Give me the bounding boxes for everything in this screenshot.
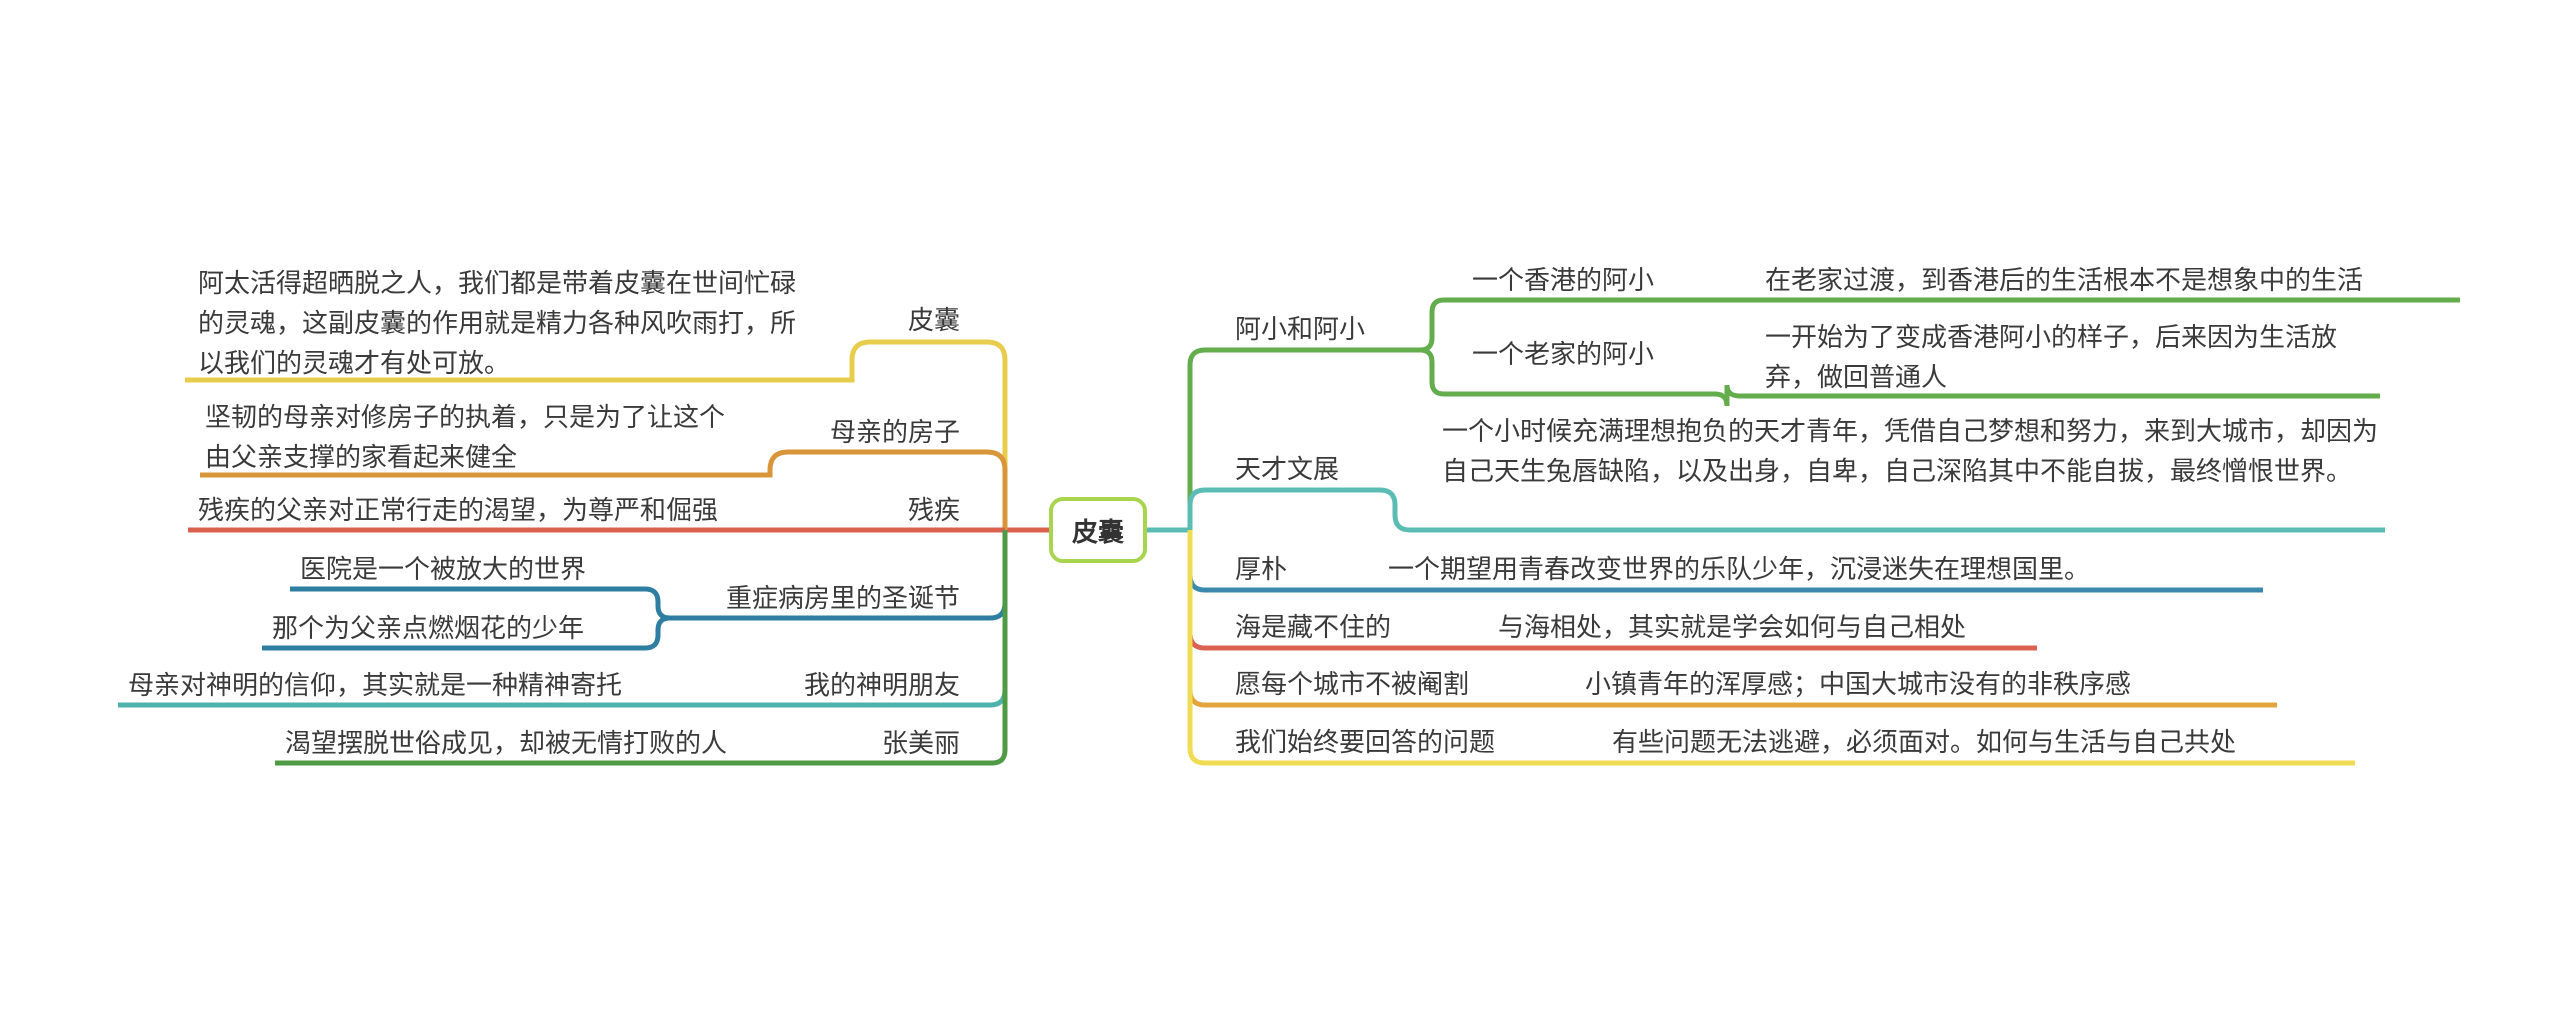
leaf-city-text[interactable]: 小镇青年的浑厚感；中国大城市没有的非秩序感	[1585, 670, 2132, 700]
branch-label-god-friend[interactable]: 我的神明朋友	[803, 671, 960, 701]
branch-label-icu-christmas[interactable]: 重症病房里的圣诞节	[725, 584, 960, 614]
branch-label-zhang-meili[interactable]: 张美丽	[881, 729, 960, 759]
root-node[interactable]: 皮囊	[1049, 497, 1147, 563]
branch-label-sea[interactable]: 海是藏不住的	[1235, 613, 1392, 643]
branch-label-question[interactable]: 我们始终要回答的问题	[1235, 728, 1496, 758]
branch-label-disability[interactable]: 残疾	[907, 496, 960, 526]
branch-label-pinang[interactable]: 皮囊	[907, 306, 960, 336]
leaf-mother-house-text[interactable]: 坚韧的母亲对修房子的执着，只是为了让这个由父亲支撑的家看起来健全	[205, 403, 726, 473]
branch-label-mother-house[interactable]: 母亲的房子	[829, 418, 960, 448]
leaf-houpu-text[interactable]: 一个期望用青春改变世界的乐队少年，沉浸迷失在理想国里。	[1388, 555, 2091, 585]
sub-label-hongkong-axiao[interactable]: 一个香港的阿小	[1472, 266, 1655, 296]
leaf-icu-fireworks-text[interactable]: 那个为父亲点燃烟花的少年	[272, 614, 585, 644]
leaf-wenzhan-text[interactable]: 一个小时候充满理想抱负的天才青年，凭借自己梦想和努力，来到大城市，却因为自己天生…	[1442, 417, 2379, 487]
leaf-god-friend-text[interactable]: 母亲对神明的信仰，其实就是一种精神寄托	[128, 671, 623, 701]
leaf-icu-hospital-text[interactable]: 医院是一个被放大的世界	[300, 555, 587, 585]
leaf-zhang-meili-text[interactable]: 渴望摆脱世俗成见，却被无情打败的人	[285, 729, 728, 759]
root-label: 皮囊	[1071, 517, 1124, 548]
leaf-pinang-text[interactable]: 阿太活得超晒脱之人，我们都是带着皮囊在世间忙碌的灵魂，这副皮囊的作用就是精力各种…	[198, 269, 797, 379]
leaf-sea-text[interactable]: 与海相处，其实就是学会如何与自己相处	[1498, 613, 1967, 643]
branch-label-houpu[interactable]: 厚朴	[1235, 555, 1288, 585]
leaf-question-text[interactable]: 有些问题无法逃避，必须面对。如何与生活与自己共处	[1612, 728, 2237, 758]
branch-label-axiao[interactable]: 阿小和阿小	[1235, 315, 1366, 345]
branch-label-wenzhan[interactable]: 天才文展	[1235, 455, 1340, 485]
sub-label-hometown-axiao[interactable]: 一个老家的阿小	[1472, 340, 1655, 370]
leaf-hometown-axiao-text[interactable]: 一开始为了变成香港阿小的样子，后来因为生活放弃，做回普通人	[1765, 323, 2338, 393]
leaf-hongkong-axiao-text[interactable]: 在老家过渡，到香港后的生活根本不是想象中的生活	[1765, 266, 2364, 296]
leaf-disability-text[interactable]: 残疾的父亲对正常行走的渴望，为尊严和倔强	[198, 496, 719, 526]
branch-label-city[interactable]: 愿每个城市不被阉割	[1235, 670, 1470, 700]
